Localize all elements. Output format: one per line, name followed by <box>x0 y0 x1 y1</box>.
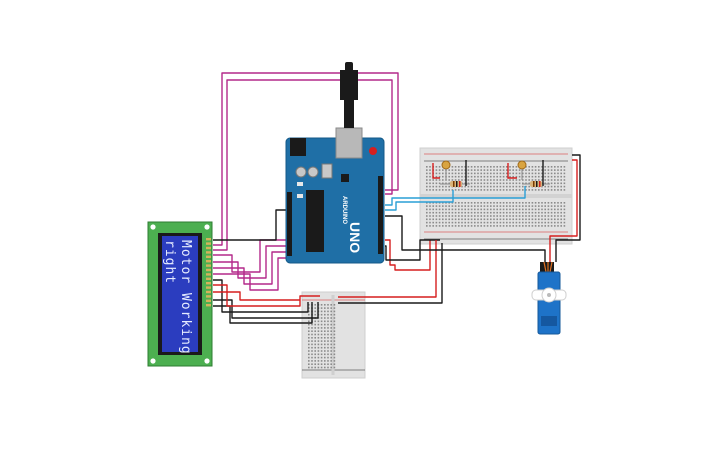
large-breadboard-holes <box>426 166 566 227</box>
lcd-line-1: Motor Working <box>178 240 193 355</box>
arduino-uno-board: UNO ARDUINO <box>285 62 385 264</box>
lcd-display: Motor Working right <box>147 221 213 367</box>
wires <box>213 72 581 324</box>
resistor-1 <box>440 181 470 187</box>
servo-motor <box>531 261 567 335</box>
resistor-2 <box>522 181 550 187</box>
lcd-pin-header <box>206 238 211 307</box>
arduino-brand-label: ARDUINO <box>341 196 347 224</box>
photoresistor-2 <box>517 160 527 180</box>
photoresistor-1 <box>441 160 451 180</box>
lcd-line-2: right <box>162 240 177 284</box>
arduino-model-label: UNO <box>347 222 363 253</box>
large-breadboard <box>419 147 573 245</box>
